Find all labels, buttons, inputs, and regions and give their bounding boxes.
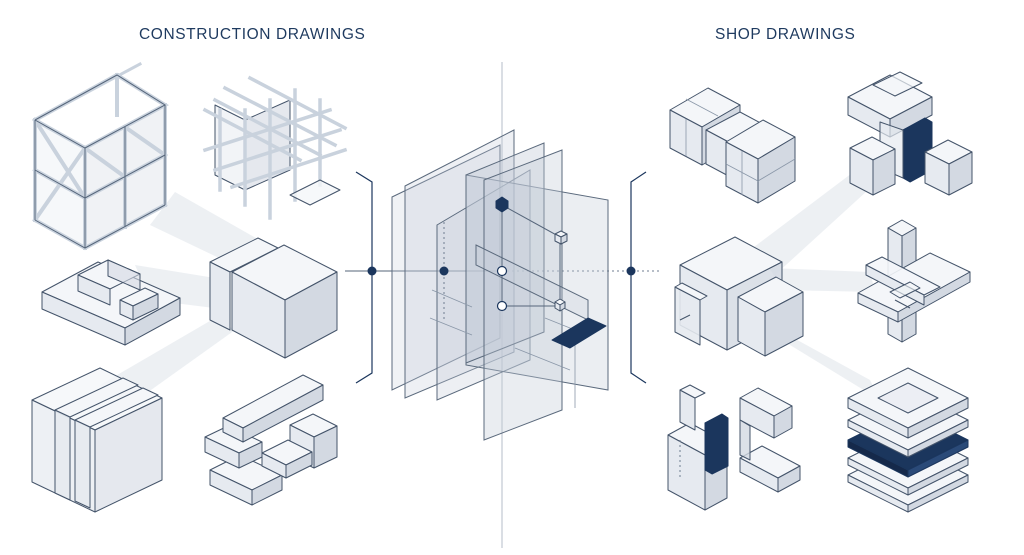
wall-slab-model xyxy=(32,368,162,512)
center-node-low xyxy=(498,302,507,311)
layered-slab-model xyxy=(848,368,968,512)
right-bracket-node xyxy=(627,267,636,276)
braced-frame-model xyxy=(35,64,165,248)
center-node-mid xyxy=(498,267,507,276)
center-dark-node xyxy=(496,197,508,212)
center-node-left xyxy=(440,267,449,276)
central-plane-model xyxy=(392,130,608,440)
dark-panel xyxy=(705,414,728,474)
left-bracket xyxy=(356,172,377,383)
cube-cluster-model xyxy=(670,88,795,203)
column-bracket-model xyxy=(848,72,972,195)
right-bracket-line xyxy=(631,172,646,383)
linear-block-model xyxy=(205,375,337,505)
grid-frame-model xyxy=(205,78,345,218)
channel-panel-model xyxy=(668,385,800,510)
left-bracket-line xyxy=(356,172,372,383)
left-bracket-node xyxy=(368,267,377,276)
right-bracket xyxy=(627,172,647,383)
steel-joint-model xyxy=(858,220,970,342)
central-box-stack xyxy=(210,238,337,358)
